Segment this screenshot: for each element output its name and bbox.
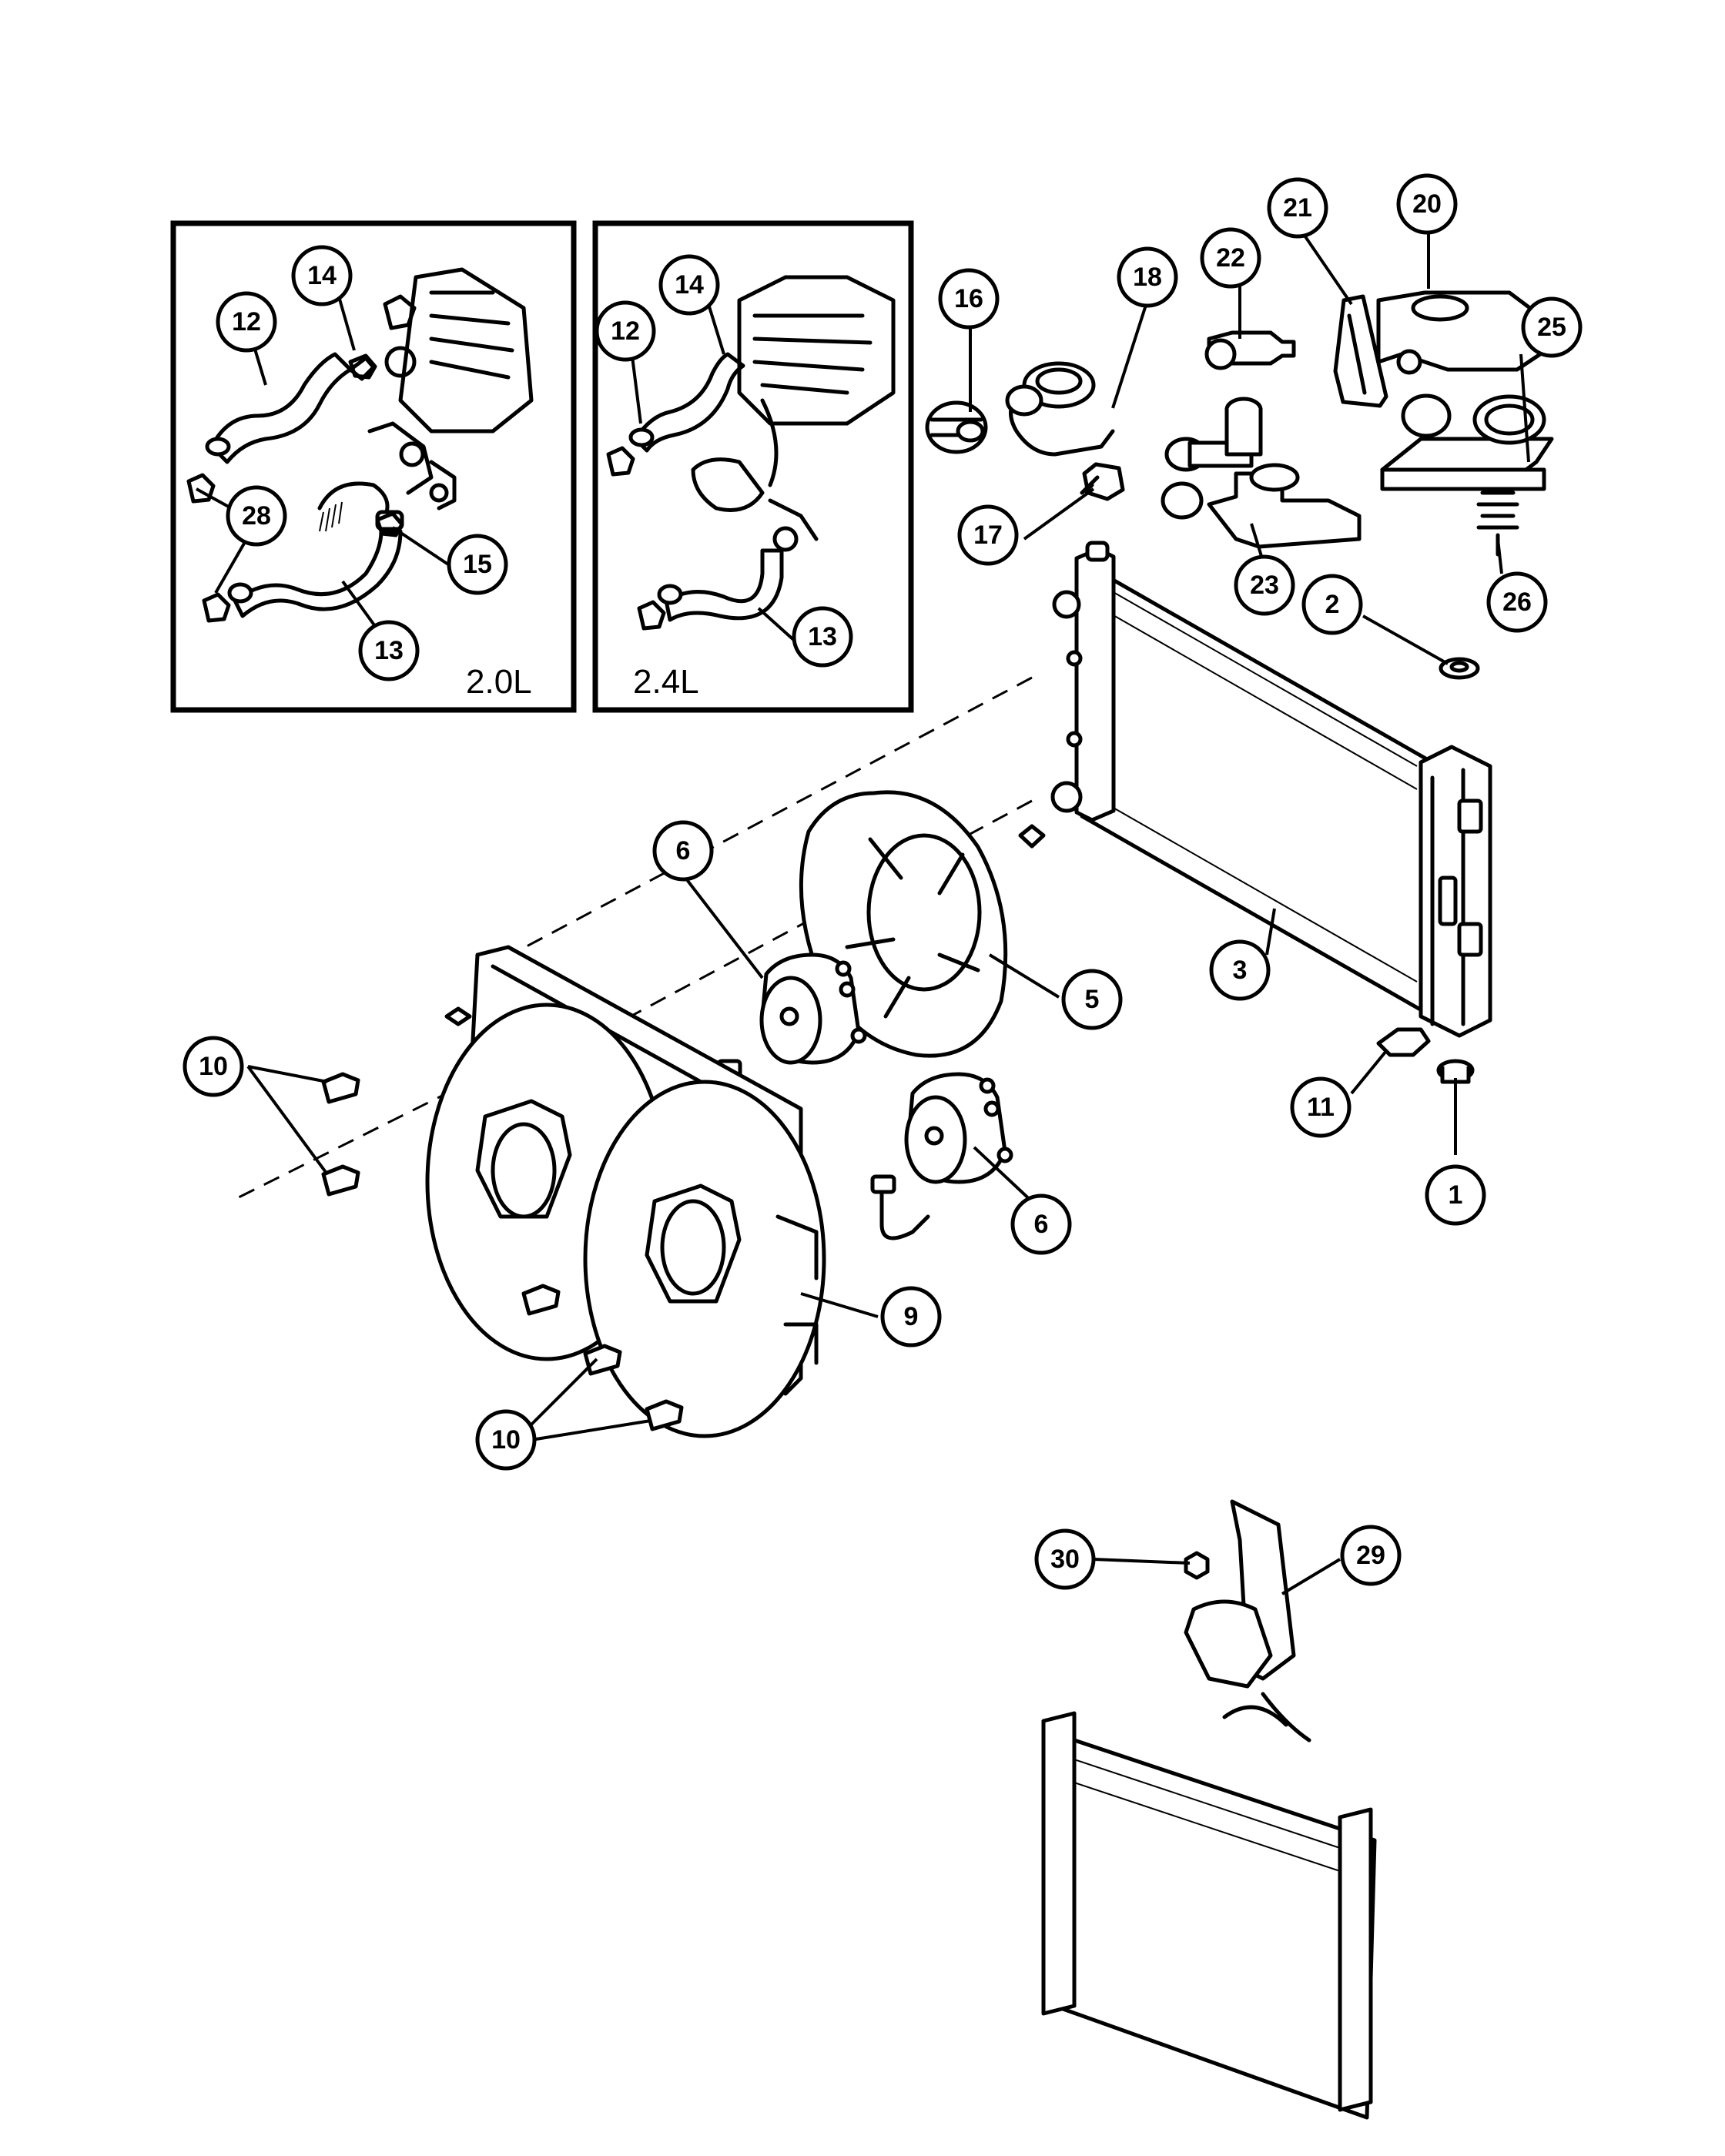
callout-6-upper: 6	[652, 820, 714, 882]
callout-6-lower: 6	[1010, 1194, 1072, 1255]
svg-text:10: 10	[491, 1425, 521, 1455]
upper-hose-2-4l	[633, 352, 745, 453]
callout-1: 1	[1425, 1164, 1486, 1226]
screw-10-a	[321, 1072, 360, 1104]
callout-20: 20	[1396, 173, 1458, 235]
callout-2: 2	[1301, 574, 1363, 635]
engine-2-4l-drawing	[691, 275, 896, 552]
inset-2-4l-frame	[592, 220, 914, 713]
inset-2-4l-label: 2.4L	[633, 663, 699, 701]
callout-15: 15	[447, 534, 508, 595]
svg-text:18: 18	[1133, 263, 1162, 292]
svg-text:1: 1	[1449, 1180, 1463, 1210]
callout-10-lower: 10	[475, 1409, 537, 1471]
thermostat-housing	[1376, 290, 1542, 375]
callout-18: 18	[1117, 246, 1178, 308]
radiator-left-tank	[1074, 547, 1116, 822]
callout-25: 25	[1521, 296, 1583, 358]
hose-clamp-2-4l-upper	[606, 446, 635, 477]
radiator-detail	[1041, 1730, 1377, 2120]
screw-10-d	[645, 1399, 684, 1431]
svg-text:29: 29	[1356, 1541, 1385, 1570]
svg-text:11: 11	[1307, 1093, 1335, 1122]
callout-21: 21	[1267, 177, 1328, 239]
svg-text:15: 15	[463, 550, 492, 579]
inset-2-0l-frame	[170, 220, 577, 713]
thermostat-and-housing-parts	[925, 290, 1554, 680]
svg-text:6: 6	[1034, 1210, 1049, 1239]
fan-shroud	[425, 945, 826, 1438]
svg-text:25: 25	[1537, 313, 1566, 342]
drain-nut	[1439, 657, 1480, 680]
svg-text:22: 22	[1216, 243, 1245, 273]
callout-13-2-4l: 13	[792, 606, 853, 668]
hose-clamp-lower	[202, 592, 231, 623]
svg-text:30: 30	[1050, 1545, 1080, 1574]
svg-text:21: 21	[1283, 193, 1312, 223]
svg-text:16: 16	[954, 284, 983, 313]
svg-text:13: 13	[374, 636, 404, 665]
engine-2-0l-drawing	[317, 267, 534, 532]
svg-text:23: 23	[1250, 571, 1279, 600]
svg-text:5: 5	[1085, 985, 1100, 1014]
svg-text:28: 28	[242, 501, 271, 531]
callout-23: 23	[1234, 554, 1295, 616]
push-pin	[1184, 1551, 1210, 1580]
callout-26: 26	[1486, 571, 1548, 633]
callout-17: 17	[957, 504, 1019, 566]
svg-text:12: 12	[232, 307, 261, 336]
svg-text:14: 14	[675, 270, 704, 300]
inset-2-0l: 2.0L	[170, 220, 577, 713]
svg-text:9: 9	[904, 1302, 919, 1331]
svg-text:20: 20	[1412, 189, 1442, 219]
clamp-14-2-0l	[348, 353, 377, 380]
screw-10-c	[583, 1344, 622, 1376]
svg-text:17: 17	[973, 521, 1003, 550]
callout-3: 3	[1209, 939, 1271, 1001]
svg-text:13: 13	[808, 622, 837, 651]
callout-12-2-4l: 12	[595, 300, 656, 362]
radiator	[1050, 541, 1492, 1038]
callout-12-2-0l: 12	[216, 291, 277, 353]
fan-module	[230, 676, 1046, 1438]
callout-14-2-4l: 14	[658, 254, 720, 316]
housing-gasket	[1333, 294, 1388, 408]
svg-text:14: 14	[307, 261, 337, 290]
connector-clip	[521, 1284, 561, 1316]
fan-motor-lower	[870, 1072, 1013, 1240]
callout-11: 11	[1290, 1076, 1352, 1138]
inset-2-0l-label: 2.0L	[466, 663, 532, 701]
coolant-temp-sensor	[1204, 330, 1296, 370]
water-crossover	[1161, 397, 1362, 549]
inset-2-4l: 2.4L	[592, 220, 914, 713]
callout-30: 30	[1034, 1528, 1096, 1590]
thermostat	[925, 400, 988, 454]
svg-text:6: 6	[676, 836, 691, 865]
svg-text:10: 10	[199, 1052, 228, 1081]
svg-text:26: 26	[1502, 588, 1532, 617]
air-seal-detail	[1041, 1499, 1377, 2120]
callout-5: 5	[1061, 969, 1123, 1030]
water-outlet	[1005, 361, 1115, 457]
upper-hose-2-0l	[209, 352, 353, 464]
fan-motor-upper	[716, 952, 867, 1125]
svg-text:2: 2	[1325, 590, 1340, 619]
callout-10-upper: 10	[183, 1036, 244, 1097]
hose-clamp-upper	[186, 473, 216, 504]
callout-13-2-0l: 13	[358, 620, 420, 681]
blade-retainer	[1018, 824, 1046, 849]
callout-9: 9	[880, 1286, 942, 1348]
lower-hose-2-4l	[664, 548, 784, 622]
callout-14-2-0l: 14	[291, 245, 353, 306]
callout-16: 16	[938, 268, 1000, 330]
screw-10-b	[321, 1164, 360, 1197]
svg-text:12: 12	[611, 316, 640, 346]
hose-clamp-2-4l-lower	[637, 600, 666, 631]
callout-29: 29	[1340, 1525, 1402, 1586]
svg-text:3: 3	[1233, 956, 1248, 985]
callout-22: 22	[1200, 227, 1261, 289]
drain-cock	[1376, 1027, 1431, 1057]
callout-28: 28	[226, 485, 287, 547]
